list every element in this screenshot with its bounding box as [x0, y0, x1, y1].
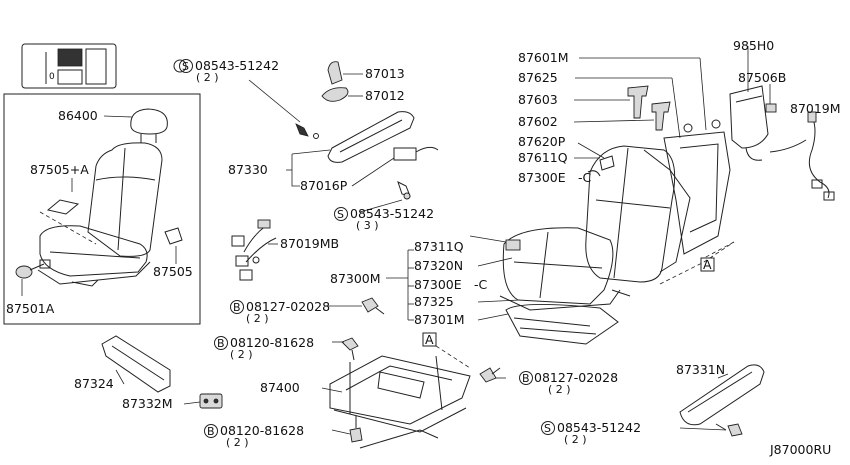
label-87506b: 87506B — [738, 70, 786, 85]
label-87505: 87505 — [153, 264, 193, 279]
label-87620p: 87620P — [518, 134, 566, 149]
diagram-id: J87000RU — [769, 442, 831, 457]
ref-a-2-label: A — [703, 257, 712, 272]
label-87301m: 87301M — [414, 312, 465, 327]
label-bolt-b-qty: ( 2 ) — [230, 348, 253, 361]
ref-marker-a-1: A — [422, 332, 471, 369]
seat-adjuster-87400 — [321, 355, 471, 449]
side-finisher-87331n — [679, 364, 765, 426]
harness-87019mb — [231, 219, 278, 281]
seat-back-assy — [573, 57, 735, 285]
label-87501a: 87501A — [6, 301, 55, 316]
label-87300e-cush: 87300E — [414, 277, 462, 292]
label-87330: 87330 — [228, 162, 268, 177]
label-bolt-a-qty: ( 2 ) — [246, 312, 269, 325]
seat-overview-box — [3, 93, 201, 325]
ref-a-1-label: A — [425, 332, 434, 347]
label-87325: 87325 — [414, 294, 454, 309]
svg-text:0: 0 — [49, 72, 55, 82]
svg-text:B: B — [207, 425, 215, 438]
label-87625: 87625 — [518, 70, 558, 85]
label-bolt-c: 08120-81628 — [220, 423, 304, 438]
svg-text:B: B — [522, 372, 530, 385]
label-screw-top: 08543-51242 — [195, 58, 279, 73]
circle-markers: S S B B B B S — [179, 59, 555, 438]
label-87324: 87324 — [74, 376, 114, 391]
svg-text:S: S — [182, 60, 189, 73]
fasteners — [328, 297, 743, 443]
seat-cushion-assy — [469, 227, 631, 345]
switch-87332m — [183, 393, 223, 409]
label-87016p: 87016P — [300, 178, 348, 193]
label-screw-bot: 08543-51242 — [557, 420, 641, 435]
label-87505a: 87505+A — [30, 162, 89, 177]
vehicle-locator-icon: 0 — [21, 43, 117, 89]
label-screw-mid-qty: ( 3 ) — [356, 219, 379, 232]
label-87300m: 87300M — [330, 271, 381, 286]
label-87012: 87012 — [365, 88, 405, 103]
label-87300e-cush-suffix: -C — [474, 277, 488, 292]
overview-leaders — [21, 115, 177, 296]
label-985h0: 985H0 — [733, 38, 774, 53]
label-87601m: 87601M — [518, 50, 569, 65]
rail-cover-87324 — [101, 335, 171, 393]
label-86400: 86400 — [58, 108, 98, 123]
label-87603: 87603 — [518, 92, 558, 107]
svg-text:S: S — [337, 208, 344, 221]
label-87311q: 87311Q — [414, 239, 464, 254]
label-87019mb: 87019MB — [280, 236, 339, 251]
label-87300e-back: 87300E — [518, 170, 566, 185]
side-finisher-group — [173, 59, 439, 213]
part-labels: 86400 87505+A 87505 87501A 08543-51242 (… — [6, 38, 841, 457]
ref-marker-a-2: A — [700, 257, 715, 272]
label-bolt-c-qty: ( 2 ) — [226, 436, 249, 449]
label-87331n: 87331N — [676, 362, 725, 377]
label-87611q: 87611Q — [518, 150, 568, 165]
svg-text:S: S — [544, 422, 551, 435]
cushion-bracket-leaders — [386, 250, 521, 321]
label-87320n: 87320N — [414, 258, 463, 273]
label-87400: 87400 — [260, 380, 300, 395]
label-bolt-b: 08120-81628 — [230, 335, 314, 350]
label-screw-top-qty: ( 2 ) — [196, 71, 219, 84]
label-87013: 87013 — [365, 66, 405, 81]
svg-text:B: B — [217, 337, 225, 350]
label-87019m: 87019M — [790, 101, 841, 116]
label-bolt-d: 08127-02028 — [534, 370, 618, 385]
label-87300e-back-suffix: -C — [578, 170, 592, 185]
label-bolt-d-qty: ( 2 ) — [548, 383, 571, 396]
label-87602: 87602 — [518, 114, 558, 129]
label-screw-bot-qty: ( 2 ) — [564, 433, 587, 446]
label-bolt-a: 08127-02028 — [246, 299, 330, 314]
label-87332m: 87332M — [122, 396, 173, 411]
side-airbag-module — [729, 46, 835, 201]
label-screw-mid: 08543-51242 — [350, 206, 434, 221]
svg-text:B: B — [233, 301, 241, 314]
